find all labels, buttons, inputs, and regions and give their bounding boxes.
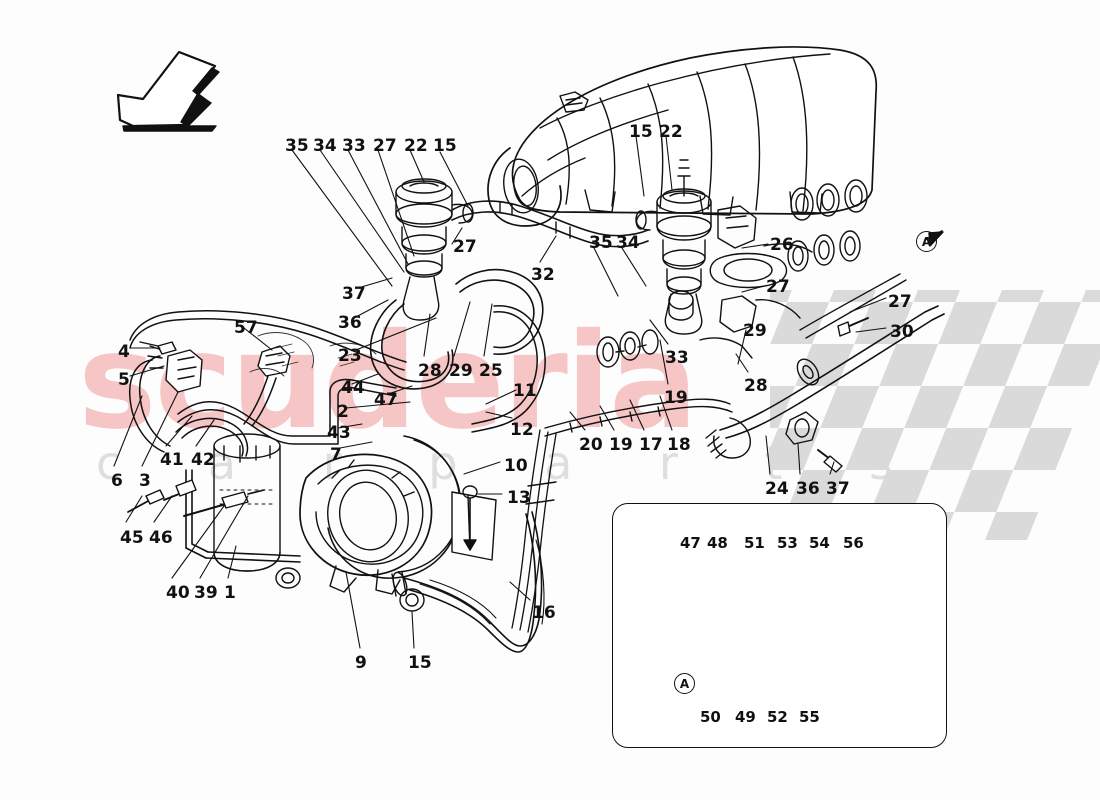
callout-number-32: 32 [531, 265, 555, 285]
inset-callout-number-52: 52 [767, 708, 788, 726]
callout-number-28: 28 [418, 361, 442, 381]
rod-assembly-right [705, 230, 945, 473]
callout-number-18: 18 [667, 435, 691, 455]
intake-manifold-body [487, 46, 878, 227]
callout-number-46: 46 [149, 528, 173, 548]
inset-callout-number-48: 48 [707, 534, 728, 552]
callout-number-13: 13 [507, 488, 531, 508]
reference-marker-A: A [674, 673, 695, 694]
left-valve-canister [395, 178, 474, 321]
callout-number-27: 27 [373, 136, 397, 156]
hose-loop-25-29 [369, 268, 544, 390]
callout-number-33: 33 [665, 348, 689, 368]
callout-number-26: 26 [770, 235, 794, 255]
callout-number-23: 23 [338, 346, 362, 366]
callout-number-6: 6 [111, 471, 123, 491]
callout-number-20: 20 [579, 435, 603, 455]
callout-number-16: 16 [532, 603, 556, 623]
charcoal-canister-tank [127, 417, 301, 572]
callout-number-39: 39 [194, 583, 218, 603]
callout-number-37: 37 [826, 479, 850, 499]
callout-number-11: 11 [513, 381, 537, 401]
left-hose-circuit [128, 310, 407, 453]
callout-number-3: 3 [139, 471, 151, 491]
callout-number-27: 27 [453, 237, 477, 257]
callout-number-17: 17 [639, 435, 663, 455]
callout-number-34: 34 [313, 136, 337, 156]
callout-number-28: 28 [744, 376, 768, 396]
callout-number-40: 40 [166, 583, 190, 603]
hose-16 [391, 511, 545, 653]
direction-arrow-icon [116, 50, 220, 132]
callout-number-42: 42 [191, 450, 215, 470]
callout-number-1: 1 [224, 583, 236, 603]
reference-marker-A: A [916, 231, 937, 252]
clamp-washer-stack [596, 290, 694, 368]
callout-number-36: 36 [338, 313, 362, 333]
callout-number-57: 57 [234, 318, 258, 338]
callout-number-25: 25 [479, 361, 503, 381]
callout-number-12: 12 [510, 420, 534, 440]
callout-number-2: 2 [337, 402, 349, 422]
callout-number-5: 5 [118, 370, 130, 390]
callout-number-19: 19 [609, 435, 633, 455]
engine-detail-sketch [249, 332, 377, 377]
callout-number-27: 27 [888, 292, 912, 312]
right-valve-canister [635, 159, 712, 335]
inset-callout-number-51: 51 [744, 534, 765, 552]
pipe-bundle-center-vertical [511, 429, 557, 633]
tube-32 [451, 200, 649, 248]
callout-number-24: 24 [765, 479, 789, 499]
pipe-bundle-20-19-17-18 [544, 398, 733, 437]
callout-number-4: 4 [118, 342, 130, 362]
callout-number-27: 27 [766, 277, 790, 297]
callout-number-41: 41 [160, 450, 184, 470]
callout-number-35: 35 [285, 136, 309, 156]
callout-number-10: 10 [504, 456, 528, 476]
inset-callout-number-55: 55 [799, 708, 820, 726]
callout-number-35: 35 [589, 233, 613, 253]
callout-number-15: 15 [629, 122, 653, 142]
inset-callout-number-49: 49 [735, 708, 756, 726]
callout-number-45: 45 [120, 528, 144, 548]
inset-callout-number-56: 56 [843, 534, 864, 552]
callout-number-22: 22 [404, 136, 428, 156]
leader-lines [113, 135, 887, 649]
callout-number-44: 44 [341, 378, 365, 398]
engine-right-bracket [699, 179, 868, 359]
callout-number-33: 33 [342, 136, 366, 156]
inset-callout-number-54: 54 [809, 534, 830, 552]
callout-number-36: 36 [796, 479, 820, 499]
callout-number-43: 43 [327, 423, 351, 443]
callout-number-34: 34 [616, 233, 640, 253]
detail-view-panel [612, 503, 947, 748]
inset-callout-number-47: 47 [680, 534, 701, 552]
inset-callout-number-50: 50 [700, 708, 721, 726]
watermark-subtitle-text: c a r p a r t s [96, 436, 930, 490]
callout-number-19: 19 [664, 388, 688, 408]
callout-number-15: 15 [433, 136, 457, 156]
callout-number-29: 29 [449, 361, 473, 381]
vacuum-booster-assembly [275, 435, 497, 612]
callout-number-7: 7 [330, 445, 342, 465]
callout-number-29: 29 [743, 321, 767, 341]
inset-callout-number-53: 53 [777, 534, 798, 552]
callout-number-15: 15 [408, 653, 432, 673]
callout-number-22: 22 [659, 122, 683, 142]
callout-number-47: 47 [374, 390, 398, 410]
callout-number-37: 37 [342, 284, 366, 304]
callout-number-30: 30 [890, 322, 914, 342]
callout-number-9: 9 [355, 653, 367, 673]
